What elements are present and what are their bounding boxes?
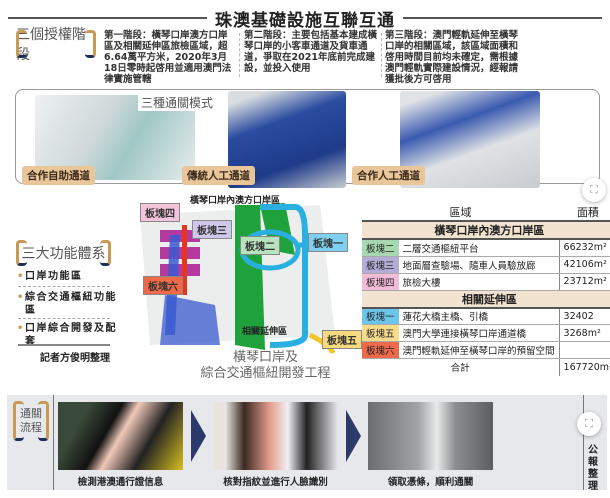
gate-label: 傳統人工通道	[182, 166, 255, 185]
stages-heading: 三個授權階段	[16, 27, 96, 63]
gate-modes-heading: 三種通關模式	[138, 94, 217, 111]
col-size: 面積	[559, 204, 610, 222]
scan-permit-photo	[58, 402, 183, 470]
functions-credit: 記者方俊明整理	[40, 353, 110, 364]
step-caption: 檢測港澳通行證信息	[77, 477, 164, 488]
process-heading: 通關流程	[13, 401, 49, 441]
function-item: 綜合交通樞紐功能區	[17, 291, 120, 317]
port-map	[140, 203, 336, 355]
block1-area	[260, 204, 308, 348]
expand-button[interactable]: ⛶	[577, 412, 601, 436]
map-tag-block4: 板塊四	[140, 203, 180, 222]
map-tag-block5: 板塊五	[322, 330, 362, 349]
stage-1-text: 第一階段：橫琴口岸澳方口岸區及相關延伸區旅檢區域，超6.64萬平方米，2020年…	[104, 30, 232, 85]
map-label-port-zone: 橫琴口岸內澳方口岸區	[190, 196, 281, 206]
stage-3-text: 第三階段：澳門輕軌延伸至橫琴口岸的相關區域，該區域面積和啓用時間目前均未確定，需…	[385, 30, 519, 85]
function-item: 口岸功能區	[17, 270, 120, 283]
section-extension: 相關延伸區	[362, 290, 610, 309]
arrow-icon	[346, 410, 361, 462]
expand-icon: ⛶	[585, 417, 593, 430]
map-title: 橫琴口岸及綜合交通樞紐開發工程	[200, 350, 331, 381]
map-tag-block1: 板塊一	[308, 233, 348, 252]
functions-heading: 三大功能體系	[16, 240, 111, 266]
expand-button[interactable]: ⛶	[582, 178, 606, 202]
step-caption: 領取憑條，順利通關	[387, 477, 474, 488]
face-recognition-photo	[213, 402, 338, 470]
stage-2-text: 第二階段：主要包括基本建成橫琴口岸的小客車通道及貨車通道，爭取在2021年底前完…	[244, 30, 378, 74]
page-title: 珠澳基礎設施互聯互通	[0, 6, 610, 31]
map-tag-block3: 板塊三	[192, 220, 232, 239]
map-tag-block6: 板塊六	[143, 276, 183, 295]
arrow-icon	[191, 410, 206, 462]
gate-label: 合作人工通道	[352, 166, 425, 185]
process-credit: 公報整理	[588, 445, 598, 492]
step-caption: 核對指紋並進行人臉識別	[223, 477, 328, 488]
receipt-photo	[368, 402, 493, 470]
table-row: 板塊六澳門輕軌延伸至橫琴口岸的預留空間	[362, 341, 610, 359]
block6-area	[182, 225, 187, 295]
function-item: 口岸綜合開發及配套	[17, 322, 120, 348]
gate-label: 合作自助通道	[22, 166, 95, 185]
map-tag-block2: 板塊二	[240, 236, 280, 255]
col-area: 區域	[362, 204, 560, 222]
map-label-extension: 相關延伸區	[242, 327, 288, 337]
section-port-zone: 橫琴口岸內澳方口岸區	[362, 221, 610, 240]
expand-icon: ⛶	[590, 183, 598, 196]
